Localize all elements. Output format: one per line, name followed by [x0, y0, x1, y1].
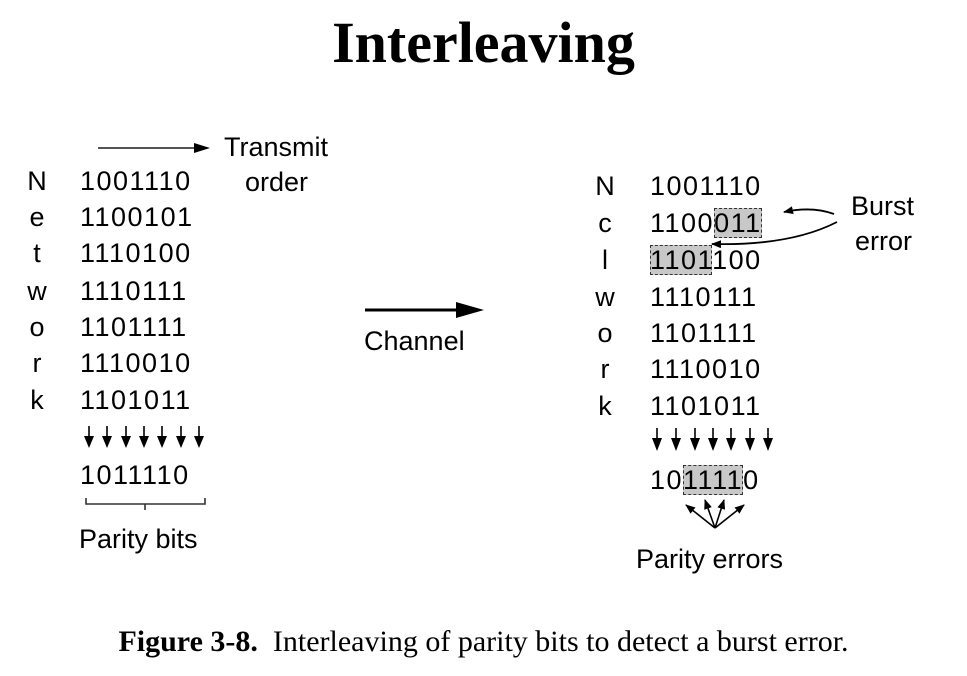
row-letter: k — [598, 391, 612, 421]
figure-number: Figure 3-8. — [118, 625, 258, 658]
row-letter: r — [600, 354, 610, 384]
figure-caption-text: Interleaving of parity bits to detect a … — [272, 625, 849, 658]
transmit-label-line2: order — [245, 167, 309, 197]
row-letter: w — [595, 282, 615, 312]
row-letter: N — [27, 166, 47, 196]
bit-row: 1110100 — [80, 238, 192, 268]
right-column-arrows — [652, 428, 773, 451]
bits-normal: 100 — [712, 245, 762, 275]
row-letter: e — [29, 202, 45, 232]
bits-normal: 0 — [743, 465, 760, 495]
bit-row: 1101100 — [650, 245, 762, 275]
parity-bits-label: Parity bits — [79, 524, 198, 554]
bit-row: 1100101 — [80, 202, 194, 232]
channel-label: Channel — [364, 326, 465, 356]
transmit-order-arrow — [98, 143, 210, 153]
parity-error-arrows — [685, 499, 745, 529]
parity-error-highlight: 1111 — [683, 465, 744, 495]
bits-normal: 1100 — [650, 208, 715, 238]
burst-error-highlight: 1101 — [650, 245, 713, 275]
row-letter: o — [597, 318, 613, 348]
parity-errors-label: Parity errors — [636, 544, 784, 574]
channel-arrow — [365, 302, 484, 318]
row-letter: r — [32, 348, 42, 378]
bit-row: 1110111 — [80, 276, 188, 306]
row-letter: t — [33, 238, 41, 268]
parity-bits-row: 1011110 — [650, 465, 760, 495]
bit-row: 1101111 — [650, 318, 758, 348]
bit-row: 1110010 — [650, 354, 762, 384]
row-letter: c — [598, 208, 612, 238]
burst-error-arrows — [711, 206, 838, 249]
burst-error-highlight: 011 — [714, 208, 762, 238]
bit-row: 1101111 — [80, 312, 188, 342]
bit-row: 1001110 — [80, 166, 192, 196]
burst-label-line1: Burst — [851, 191, 915, 221]
page-title: Interleaving — [332, 10, 635, 75]
bit-row: 1101011 — [80, 385, 192, 415]
burst-label-line2: error — [855, 226, 913, 256]
parity-bits-row: 1011110 — [80, 460, 190, 490]
bit-row: 1101011 — [650, 391, 762, 421]
row-letter: o — [29, 312, 45, 342]
bit-row: 1110111 — [650, 282, 758, 312]
parity-bracket — [85, 498, 206, 510]
left-column-arrows — [84, 426, 204, 448]
row-letter: N — [595, 171, 615, 201]
bit-row: 1110010 — [80, 348, 192, 378]
bits-normal: 10 — [650, 465, 684, 495]
bit-row: 1100011 — [650, 208, 762, 238]
bits-normal: 1001110 — [650, 171, 762, 201]
figure-caption: Figure 3-8. Interleaving of parity bits … — [0, 624, 967, 660]
row-letter: k — [30, 385, 44, 415]
row-letter: w — [27, 276, 47, 306]
row-letter: l — [602, 245, 608, 275]
transmit-label-line1: Transmit — [224, 132, 329, 162]
bit-row: 1001110 — [650, 171, 762, 201]
